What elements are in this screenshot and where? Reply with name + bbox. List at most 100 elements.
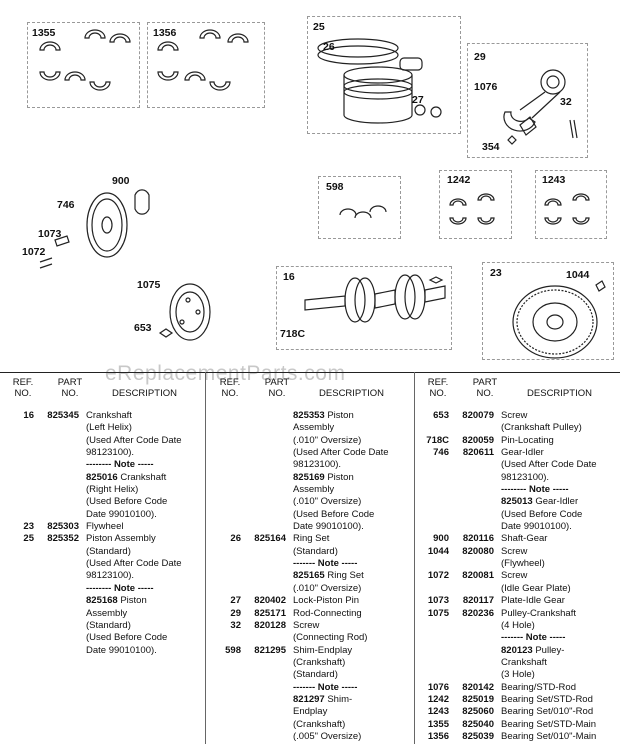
table-row: (4 Hole) — [415, 620, 620, 632]
part-number: 825019 — [462, 693, 494, 705]
description: Screw — [501, 570, 528, 582]
description: (.010" Oversize) — [293, 582, 362, 594]
parts-table — [0, 372, 620, 745]
ref-number: 27 — [230, 595, 241, 607]
description: (Crankshaft) — [293, 718, 346, 730]
description: Bearing Set/010"-Rod — [501, 706, 594, 718]
callout-32: 32 — [560, 96, 572, 108]
part-number: 825345 — [47, 410, 79, 421]
part-number: 820081 — [462, 570, 494, 582]
description: 98123100). — [86, 447, 135, 459]
pulley-drawing — [158, 283, 211, 341]
ref-no-header: REF.NO. — [219, 377, 241, 399]
ref-number: 1073 — [427, 595, 449, 607]
description: Pin-Locating — [501, 434, 554, 446]
description: (3 Hole) — [501, 669, 535, 681]
description: (Used Before Code — [501, 508, 583, 520]
table-row: -------- Note ----- — [415, 484, 620, 496]
piston-drawing — [317, 38, 442, 124]
description: Shaft-Gear — [501, 533, 548, 545]
connecting-rod-drawing — [503, 69, 578, 145]
description: (Connecting Rod) — [293, 632, 368, 644]
table-row: (Crankshaft) — [207, 719, 414, 731]
note-separator: -------- Note ----- — [501, 484, 569, 496]
part-number: 820128 — [254, 619, 286, 631]
table-row: (.005" Oversize) — [207, 731, 414, 743]
part-number: 820402 — [254, 595, 286, 607]
parts-illustration — [39, 29, 606, 359]
description-header: DESCRIPTION — [112, 388, 177, 399]
description: Screw — [501, 545, 528, 557]
callout-27: 27 — [412, 94, 424, 106]
ref-number: 1243 — [427, 706, 449, 718]
callout-1242: 1242 — [447, 174, 471, 186]
table-row: 26 825164 Ring Set — [207, 533, 414, 545]
description: (Flywheel) — [501, 558, 545, 570]
connecting-rod-box — [467, 43, 588, 158]
table-row: ------- Note ----- — [415, 632, 620, 644]
description: Crankshaft — [86, 410, 132, 421]
part-number: 820079 — [462, 410, 494, 421]
description: Assembly — [293, 484, 335, 496]
table-row: Date 99010100). — [0, 509, 205, 521]
table-row: Date 99010100). — [415, 521, 620, 533]
table-row: (.010" Oversize) — [207, 435, 414, 447]
description: (Standard) — [293, 545, 338, 557]
table-row: (Used Before Code — [415, 509, 620, 521]
ref-number: 1355 — [427, 718, 449, 730]
ref-number: 598 — [225, 644, 241, 656]
description: Date 99010100). — [86, 644, 157, 656]
ref-number: 718C — [426, 434, 449, 446]
description: (Used After Code Date — [501, 459, 597, 471]
table-row: ------- Note ----- — [207, 558, 414, 570]
table-row: (Flywheel) — [415, 558, 620, 570]
description: Bearing Set/010"-Main — [501, 730, 597, 742]
table-row: (3 Hole) — [415, 669, 620, 681]
bearing-set-1242-drawing — [449, 193, 495, 225]
column-divider — [205, 372, 206, 744]
table-row: 98123100). — [415, 472, 620, 484]
table-row: (Used After Code Date — [0, 558, 205, 570]
part-number: 820059 — [462, 434, 494, 446]
description: Bearing/STD-Rod — [501, 681, 576, 693]
description: (Left Helix) — [86, 422, 132, 434]
part-number: 825303 — [47, 521, 79, 533]
shim-box — [318, 176, 401, 239]
description: 825168 Piston — [86, 595, 147, 607]
part-number: 820142 — [462, 681, 494, 693]
table-row: 825168 Piston — [0, 595, 205, 607]
table-row: 825353 Piston — [207, 410, 414, 422]
description: (Used Before Code — [86, 632, 168, 644]
table-row: (.010" Oversize) — [207, 496, 414, 508]
description: 825169 Piston — [293, 471, 354, 483]
bearing-set-1356-box — [147, 22, 265, 108]
ref-number: 1072 — [427, 570, 449, 582]
description: 98123100). — [293, 459, 342, 471]
table-row: Assembly — [0, 608, 205, 620]
part-number: 825352 — [47, 533, 79, 545]
ref-number: 653 — [433, 410, 449, 421]
part-number: 825039 — [462, 730, 494, 742]
table-row: (Used After Code Date — [0, 435, 205, 447]
description: Plate-Idle Gear — [501, 595, 565, 607]
note-separator: -------- Note ----- — [86, 582, 154, 594]
callout-1355: 1355 — [32, 27, 56, 39]
description: Ring Set — [293, 533, 330, 545]
callout-26: 26 — [323, 41, 335, 53]
ref-number: 26 — [230, 533, 241, 545]
part-number: 825040 — [462, 718, 494, 730]
callout-1073: 1073 — [38, 228, 62, 240]
description: (.005" Oversize) — [293, 730, 362, 742]
ref-number: 1242 — [427, 693, 449, 705]
description: (Standard) — [86, 545, 131, 557]
part-number: 825164 — [254, 533, 286, 545]
description: Assembly — [86, 607, 128, 619]
table-row: (Standard) — [207, 669, 414, 681]
table-row: 1076 820142 Bearing/STD-Rod — [415, 682, 620, 694]
description: (Right Helix) — [86, 484, 139, 496]
ref-number: 1076 — [427, 681, 449, 693]
